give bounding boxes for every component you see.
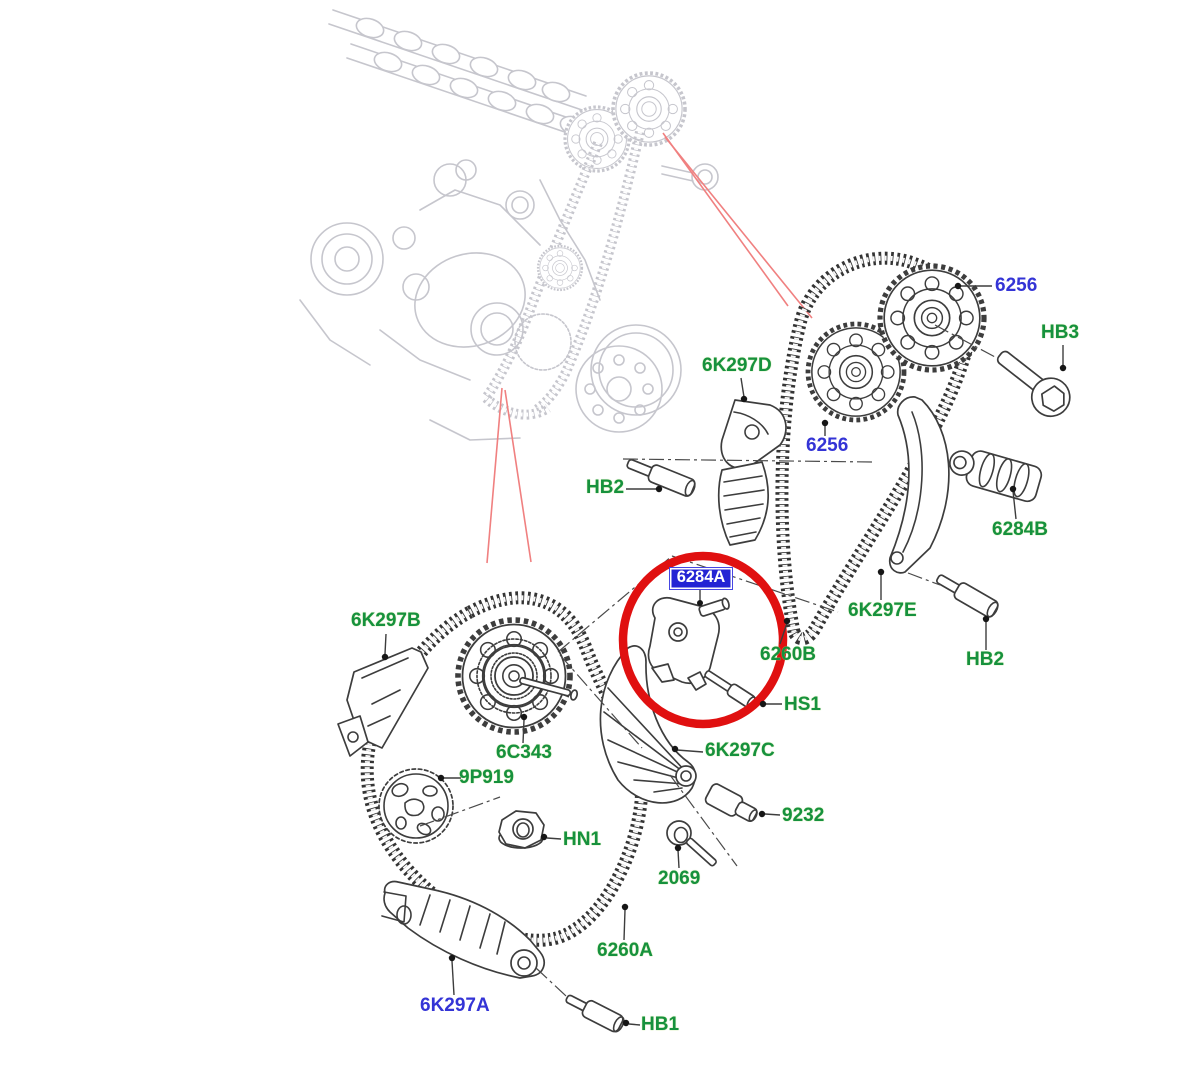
sprocket-9P919 [378, 768, 454, 844]
part-label-HB2-right[interactable]: HB2 [966, 649, 1005, 670]
part-label-9P919[interactable]: 9P919 [459, 767, 514, 788]
sprocket-6C343 [458, 620, 579, 732]
tensioner-6284A [647, 596, 730, 691]
part-label-6K297A[interactable]: 6K297A [420, 995, 490, 1016]
part-label-6K297B[interactable]: 6K297B [351, 610, 421, 631]
part-label-6260B[interactable]: 6260B [760, 644, 816, 665]
part-label-2069[interactable]: 2069 [658, 868, 701, 889]
guide-6K297B [337, 647, 429, 757]
part-label-6K297C[interactable]: 6K297C [705, 740, 775, 761]
part-label-HB3[interactable]: HB3 [1041, 322, 1080, 343]
part-label-HS1[interactable]: HS1 [784, 694, 821, 715]
reference-pointer-lines [486, 132, 813, 564]
part-label-HB2-left[interactable]: HB2 [586, 477, 625, 498]
part-label-HN1[interactable]: HN1 [563, 829, 602, 850]
leader-lines [381, 282, 1067, 1027]
bolt-HB3 [996, 350, 1071, 418]
guide-6K297A [381, 880, 545, 979]
actuator-6284B [948, 450, 1043, 503]
part-label-HB1[interactable]: HB1 [641, 1014, 680, 1035]
reference-engine-view [299, 9, 719, 441]
bolt-2069 [666, 820, 717, 867]
highlight-circle [618, 551, 788, 729]
part-label-6256-top[interactable]: 6256 [995, 275, 1038, 296]
dowel-9232 [704, 783, 758, 823]
part-label-6260A[interactable]: 6260A [597, 940, 653, 961]
nut-HN1 [498, 810, 545, 849]
guide-6K297E [888, 396, 950, 574]
part-label-6C343[interactable]: 6C343 [496, 742, 552, 763]
bolt-HB2-left [626, 458, 696, 497]
bolt-HB2-right [935, 574, 999, 618]
bolt-HB1 [565, 994, 625, 1033]
part-label-6256-mid[interactable]: 6256 [806, 435, 849, 456]
part-label-6K297E[interactable]: 6K297E [848, 600, 917, 621]
part-label-9232[interactable]: 9232 [782, 805, 825, 826]
guide-6K297D [717, 399, 787, 546]
part-label-6K297D[interactable]: 6K297D [702, 355, 772, 376]
part-label-6284A-selected[interactable]: 6284A [669, 567, 733, 590]
guide-6K297C [599, 645, 697, 804]
bolt-HS1 [704, 670, 757, 709]
part-label-6284B[interactable]: 6284B [992, 519, 1048, 540]
